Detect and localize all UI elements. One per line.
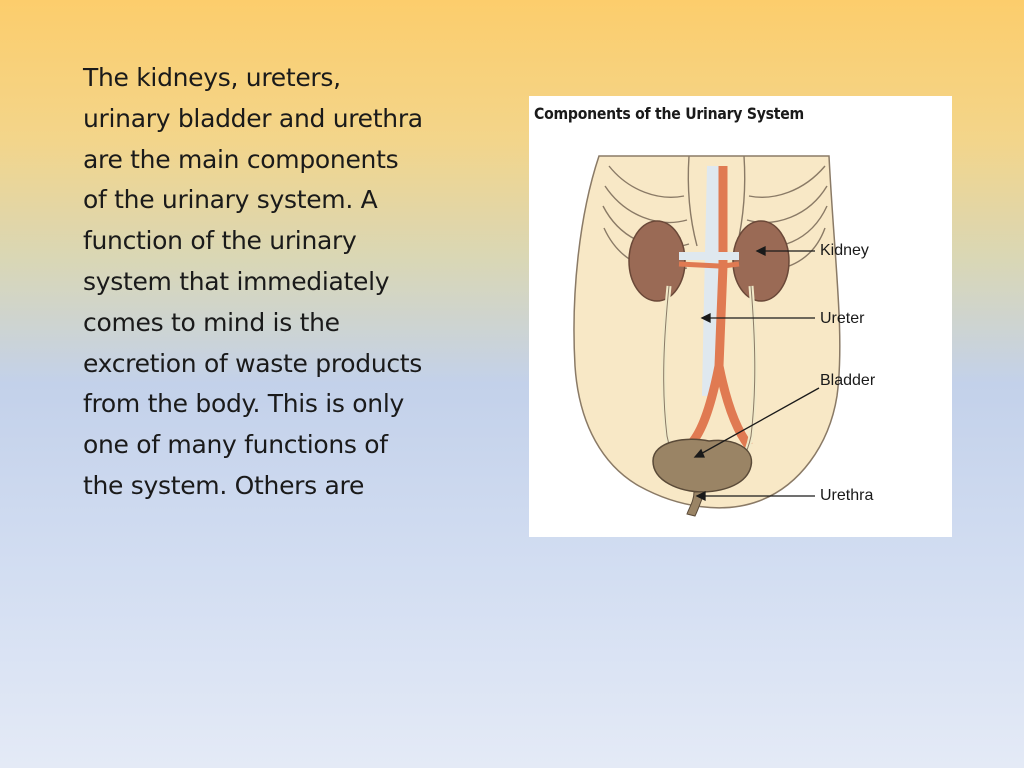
left-kidney: [628, 220, 686, 302]
right-iliac: [714, 365, 753, 449]
bladder-label: Bladder: [820, 372, 876, 389]
right-kidney: [732, 220, 790, 302]
figure-title: Components of the Urinary System: [534, 104, 804, 123]
vena-cava: [702, 165, 721, 397]
slide-body-text: The kidneys, ureters, urinary bladder an…: [83, 63, 423, 500]
urethra-label: Urethra: [820, 487, 874, 504]
urinary-system-figure: Components of the Urinary System Kidney …: [529, 96, 952, 537]
label-pointers: [693, 245, 820, 502]
urinary-system-illustration: [573, 155, 841, 517]
bladder: [652, 438, 753, 493]
kidney-label: Kidney: [820, 242, 869, 259]
ureter-label: Ureter: [820, 310, 865, 327]
